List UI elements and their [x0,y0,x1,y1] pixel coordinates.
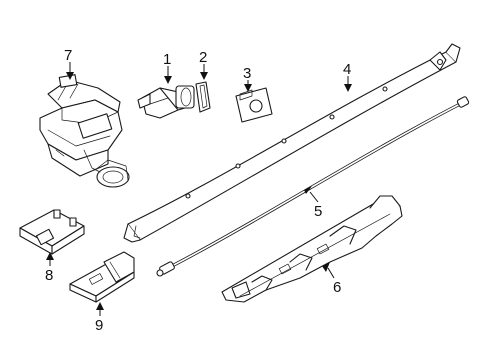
part-5-cable [156,96,470,277]
part-9-mount [69,251,135,303]
part-6-tray [221,195,403,303]
callout-labels: 7 1 2 3 4 5 6 8 9 [45,47,351,334]
part-3-clip [235,87,273,123]
callout-6: 6 [333,279,341,296]
callout-5: 5 [314,203,322,220]
callout-9: 9 [95,317,103,334]
part-2-bezel [195,81,211,113]
part-8-bracket [19,209,85,255]
callout-3: 3 [243,65,251,82]
callout-4: 4 [343,61,351,78]
part-7-camera-module [39,74,130,188]
part-1-sensor [137,85,195,119]
part-4-bracket-strip [123,43,461,243]
callout-7: 7 [64,47,72,64]
callout-2: 2 [199,49,207,66]
callout-8: 8 [45,267,53,284]
callout-1: 1 [163,51,171,68]
leader-lines [46,62,352,316]
